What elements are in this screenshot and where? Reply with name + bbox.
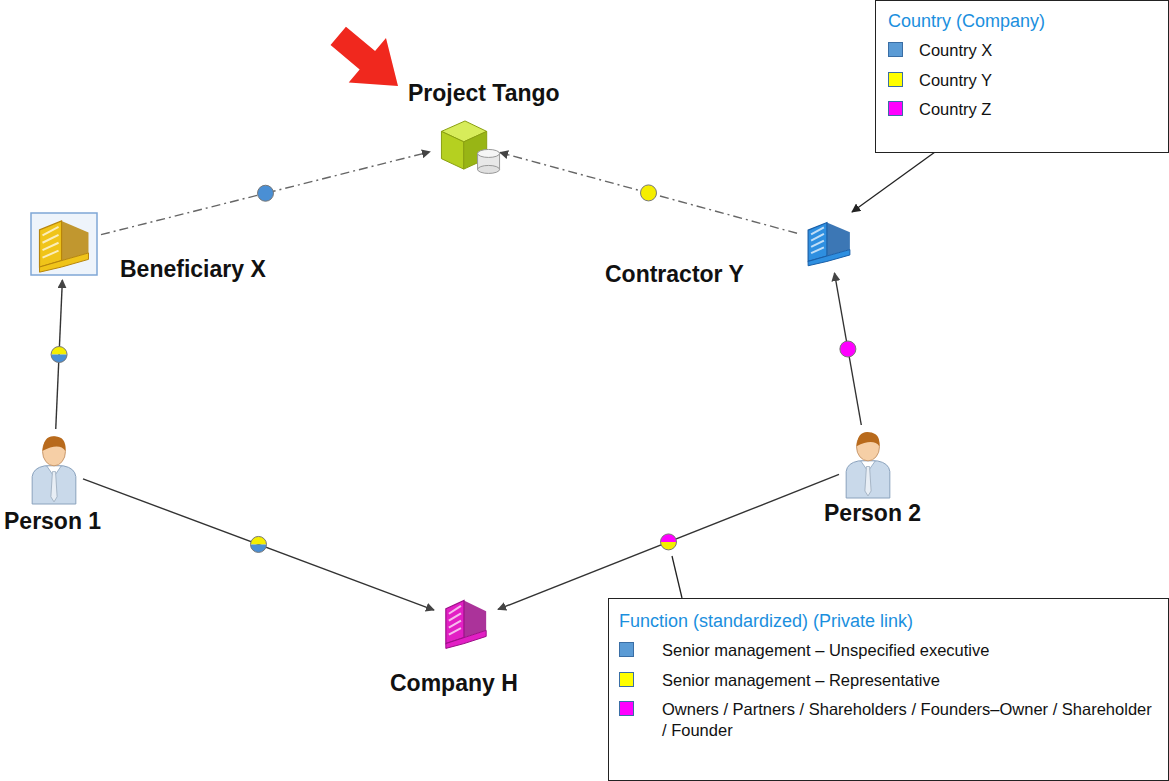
link-dot xyxy=(661,534,677,550)
project-node: Project Tango xyxy=(408,80,560,172)
node-label: Person 1 xyxy=(4,508,101,535)
legend-swatch xyxy=(888,42,903,57)
legend-swatch xyxy=(888,101,903,116)
company-node: Contractor Y xyxy=(600,215,858,288)
node-icon xyxy=(800,215,858,269)
link-connector xyxy=(834,273,861,425)
node-icon xyxy=(842,428,894,498)
node-label: Project Tango xyxy=(408,80,560,107)
node-icon xyxy=(30,212,98,276)
node-label: Beneficiary X xyxy=(120,256,266,283)
leader-line xyxy=(672,556,682,598)
legend-label: Country Z xyxy=(919,99,991,120)
link-connector xyxy=(101,152,430,235)
legend-swatch xyxy=(888,72,903,87)
person-node: Person 1 xyxy=(4,432,102,535)
legend-title: Country (Company) xyxy=(888,11,1156,32)
link-connector xyxy=(83,479,434,610)
node-icon xyxy=(434,114,496,172)
node-icon xyxy=(438,592,494,652)
person-icon xyxy=(32,436,76,504)
link-dot xyxy=(258,185,274,201)
legend-entry: Country X xyxy=(888,40,1156,61)
legend-swatch xyxy=(619,672,634,687)
legend-label: Country X xyxy=(919,40,992,61)
pointer-arrow xyxy=(320,14,417,109)
link-dot xyxy=(251,536,267,552)
link-connector xyxy=(498,474,839,609)
person-node: Person 2 xyxy=(822,428,922,527)
node-label: Contractor Y xyxy=(605,261,744,288)
legend-box: Function (standardized) (Private link) Se… xyxy=(608,598,1169,781)
building-icon xyxy=(31,213,97,275)
node-label: Person 2 xyxy=(824,500,921,527)
link-dot xyxy=(840,341,856,357)
building-icon xyxy=(808,223,850,266)
person-icon xyxy=(846,432,890,498)
link-dot xyxy=(51,347,67,363)
legend-label: Senior management – Unspecified executiv… xyxy=(662,640,989,661)
node-label: Company H xyxy=(390,670,518,697)
legend-entry: Senior management – Unspecified executiv… xyxy=(619,640,1156,661)
legend-swatch xyxy=(619,642,634,657)
link-connector xyxy=(500,153,797,234)
legend-entry: Owners / Partners / Shareholders / Found… xyxy=(619,699,1156,740)
leader-line xyxy=(852,152,935,212)
company-node: Company H xyxy=(388,592,518,697)
legend-label: Owners / Partners / Shareholders / Found… xyxy=(662,699,1156,740)
legend-box: Country (Company) Country X Country Y Count… xyxy=(875,0,1169,153)
legend-swatch xyxy=(619,701,634,716)
legend-title: Function (standardized) (Private link) xyxy=(619,611,1156,632)
legend-entry: Country Y xyxy=(888,70,1156,91)
company-node: Beneficiary X xyxy=(30,212,266,283)
cube-icon xyxy=(441,121,499,173)
legend-entry: Country Z xyxy=(888,99,1156,120)
link-dot xyxy=(641,185,657,201)
legend-label: Senior management – Representative xyxy=(662,670,940,691)
node-icon xyxy=(28,432,80,504)
building-icon xyxy=(446,600,486,648)
legend-entry: Senior management – Representative xyxy=(619,670,1156,691)
legend-label: Country Y xyxy=(919,70,992,91)
